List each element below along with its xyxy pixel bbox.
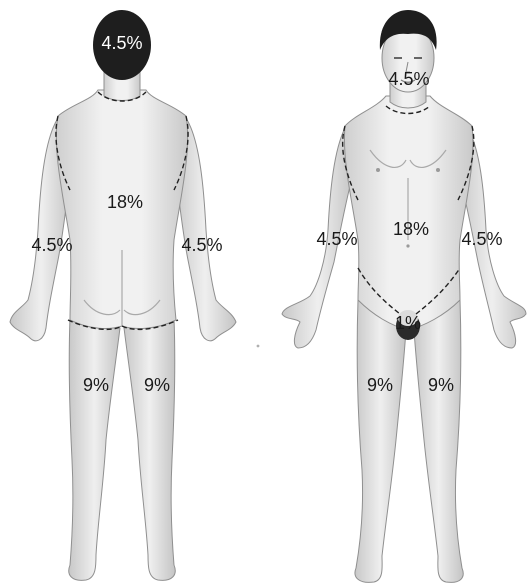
front-head-label: 4.5% [388,69,429,89]
front-torso [344,96,472,330]
back-left-leg-label: 9% [83,375,109,395]
front-right-leg [414,300,463,582]
front-right-arm-label: 4.5% [461,229,502,249]
front-right-leg-label: 9% [428,375,454,395]
back-right-leg-label: 9% [144,375,170,395]
back-left-arm-label: 4.5% [31,235,72,255]
front-left-leg [355,300,406,582]
back-figure: 4.5% 18% 4.5% 4.5% 9% 9% [10,10,236,580]
back-head-label: 4.5% [101,33,142,53]
front-genitals-label: 1% [395,313,421,333]
back-trunk-label: 18% [107,192,143,212]
front-left-arm-label: 4.5% [316,229,357,249]
front-left-leg-label: 9% [367,375,393,395]
front-trunk-label: 18% [393,219,429,239]
back-left-leg [69,318,120,580]
front-figure: 4.5% 18% 4.5% 4.5% 1% 9% 9% [282,10,526,582]
back-right-arm-label: 4.5% [181,235,222,255]
back-right-leg [124,318,175,580]
